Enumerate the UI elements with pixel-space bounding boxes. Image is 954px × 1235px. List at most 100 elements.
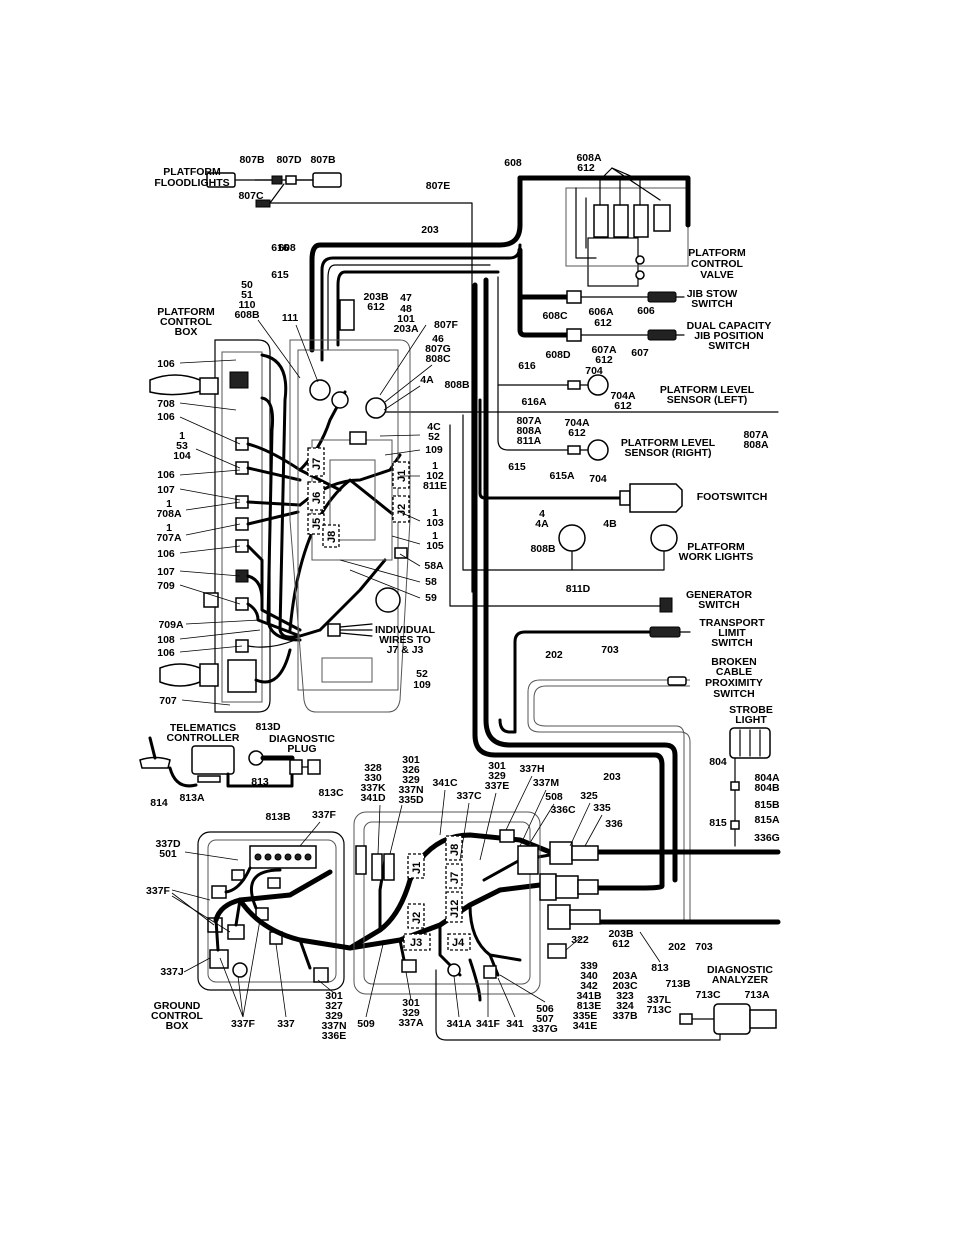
- ground-connector-J2: J2: [407, 903, 425, 929]
- svg-text:807G: 807G: [425, 343, 451, 355]
- svg-text:4A: 4A: [535, 518, 549, 530]
- wire-814: 814: [150, 797, 168, 809]
- wire-106: 106: [157, 411, 175, 423]
- diagnostic-analyzer-label: DIAGNOSTIC ANALYZER: [707, 964, 773, 986]
- wire-808B: 808B: [530, 543, 556, 555]
- connector-J7: J7: [307, 447, 325, 477]
- svg-text:109: 109: [413, 679, 431, 691]
- wire-111: 111: [282, 312, 299, 324]
- svg-text:BROKEN: BROKEN: [711, 656, 757, 668]
- svg-text:WORK LIGHTS: WORK LIGHTS: [679, 551, 754, 563]
- wire-4A: 4A: [420, 374, 434, 386]
- svg-text:J2: J2: [411, 912, 423, 924]
- wire-341A: 341A: [446, 1018, 472, 1030]
- wire-608C: 608C: [542, 310, 568, 322]
- level-sensor-left-label: PLATFORM LEVEL SENSOR (LEFT): [660, 384, 755, 406]
- svg-text:337G: 337G: [532, 1023, 558, 1035]
- platform-floodlights: [206, 172, 473, 593]
- svg-text:DIAGNOSTIC: DIAGNOSTIC: [707, 964, 773, 976]
- wire-203A-group: 203A: [612, 970, 638, 982]
- connector-J8: J8: [322, 524, 340, 548]
- ground-control-box: [197, 831, 345, 991]
- wire-337J: 337J: [160, 966, 184, 978]
- svg-text:337A: 337A: [398, 1017, 424, 1029]
- wire-50-group: 50: [241, 279, 253, 291]
- svg-text:51: 51: [241, 289, 253, 301]
- svg-text:J6: J6: [311, 492, 323, 504]
- wire-811D: 811D: [566, 583, 591, 595]
- svg-text:ANALYZER: ANALYZER: [712, 974, 769, 986]
- svg-text:J1: J1: [411, 862, 423, 874]
- wire-203: 203: [421, 224, 439, 236]
- wire-606: 606: [637, 305, 655, 317]
- svg-text:GENERATOR: GENERATOR: [686, 589, 753, 601]
- wire-608: 608: [504, 157, 522, 169]
- wire-203B: 203B: [608, 928, 634, 940]
- wire-616A: 616A: [521, 396, 547, 408]
- wire-703: 703: [601, 644, 619, 656]
- wire-704: 704: [589, 473, 607, 485]
- individual-wires-label: INDIVIDUAL WIRES TO J7 & J3: [375, 624, 436, 656]
- wire-815B: 815B: [754, 799, 780, 811]
- wire-807A: 807A: [743, 429, 769, 441]
- ground-connector-J7: J7: [445, 863, 463, 889]
- wire-322: 322: [571, 934, 589, 946]
- svg-text:J8: J8: [449, 844, 461, 856]
- wire-58A: 58A: [424, 560, 444, 572]
- svg-text:103: 103: [426, 517, 444, 529]
- harness-203: [483, 277, 678, 883]
- svg-text:707A: 707A: [156, 532, 182, 544]
- strobe-light-label: STROBE LIGHT: [729, 704, 773, 726]
- jib-stow-switch: [566, 290, 685, 304]
- wire-337L: 337L: [647, 994, 672, 1006]
- wire-607: 607: [631, 347, 649, 359]
- wire-807B: 807B: [310, 154, 336, 166]
- wire-608: 608: [278, 242, 296, 254]
- wire-615A: 615A: [549, 470, 575, 482]
- platform-control-valve: [565, 167, 689, 287]
- svg-text:CABLE: CABLE: [716, 666, 752, 678]
- wire-301-group: 301: [402, 754, 420, 766]
- wire-106: 106: [157, 647, 175, 659]
- svg-text:335D: 335D: [398, 794, 424, 806]
- svg-text:104: 104: [173, 450, 191, 462]
- wire-337F: 337F: [231, 1018, 256, 1030]
- svg-text:337N: 337N: [398, 784, 423, 796]
- wire-707: 707: [159, 695, 177, 707]
- platform-control-box: [149, 339, 271, 713]
- svg-text:J7: J7: [449, 872, 461, 884]
- wire-807B: 807B: [239, 154, 265, 166]
- wire-616: 616: [518, 360, 536, 372]
- svg-text:612: 612: [595, 354, 613, 366]
- svg-text:SWITCH: SWITCH: [698, 599, 739, 611]
- svg-text:808C: 808C: [425, 353, 451, 365]
- wire-4B: 4B: [603, 518, 617, 530]
- svg-text:53: 53: [176, 440, 188, 452]
- svg-text:501: 501: [159, 848, 177, 860]
- diagnostic-plug-label: DIAGNOSTIC PLUG: [269, 733, 335, 755]
- telematics-controller: [139, 736, 321, 788]
- svg-text:808A: 808A: [743, 439, 769, 451]
- svg-text:PLATFORM: PLATFORM: [688, 247, 746, 259]
- svg-text:PLATFORM LEVEL: PLATFORM LEVEL: [621, 437, 716, 449]
- svg-text:PLATFORM: PLATFORM: [157, 306, 215, 318]
- ground-control-box-label: GROUND CONTROL BOX: [151, 1000, 203, 1032]
- svg-text:608B: 608B: [234, 309, 260, 321]
- svg-text:WIRES TO: WIRES TO: [379, 634, 431, 646]
- harness-valve: [517, 175, 691, 228]
- connector-J5: J5: [307, 513, 325, 535]
- wire-807C: 807C: [238, 190, 264, 202]
- wire-335E: 335E: [573, 1010, 598, 1022]
- wire-1-53-104: 1: [179, 430, 185, 442]
- wire-807E: 807E: [426, 180, 451, 192]
- svg-text:811E: 811E: [423, 480, 447, 492]
- wire-46-group: 46: [432, 333, 444, 345]
- wire-107: 107: [157, 484, 175, 496]
- wire-337: 337: [277, 1018, 295, 1030]
- wire-713A: 713A: [744, 989, 770, 1001]
- ground-center-panel: [353, 811, 721, 1041]
- wire-813B: 813B: [265, 811, 291, 823]
- svg-text:J2: J2: [396, 504, 408, 516]
- svg-text:CONTROL: CONTROL: [691, 258, 743, 270]
